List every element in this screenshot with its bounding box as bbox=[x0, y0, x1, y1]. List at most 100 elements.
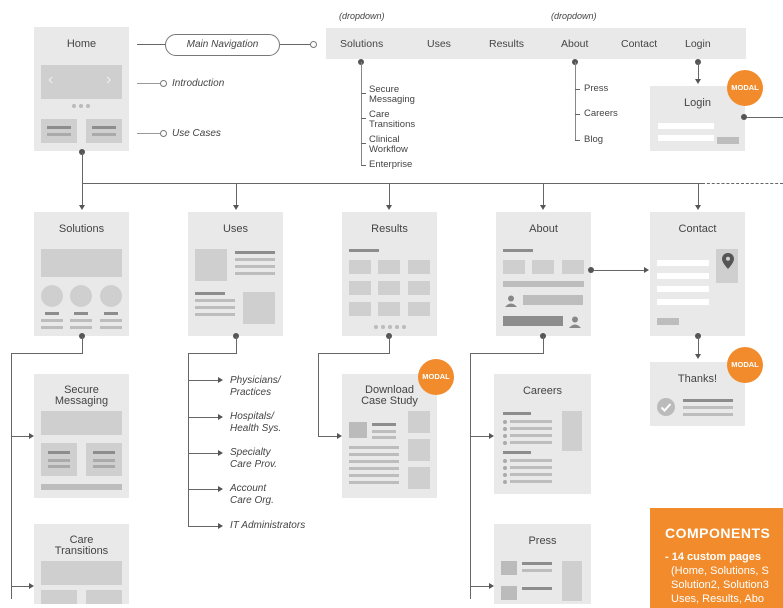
text-line bbox=[522, 587, 552, 590]
use-cases-note: Use Cases bbox=[172, 128, 221, 139]
feature-circle bbox=[70, 285, 92, 307]
nav-item-about[interactable]: About bbox=[561, 38, 589, 50]
solutions-title: Solutions bbox=[58, 223, 105, 235]
text-line bbox=[349, 474, 399, 477]
text-line bbox=[195, 313, 235, 316]
connector bbox=[361, 93, 366, 94]
hero-placeholder bbox=[41, 411, 122, 435]
connector bbox=[470, 353, 544, 354]
chat-bubble bbox=[523, 295, 583, 305]
connector bbox=[698, 336, 699, 354]
care-transitions-title: Care Transitions bbox=[54, 534, 109, 557]
text-line bbox=[235, 265, 275, 268]
connector bbox=[188, 526, 218, 527]
use-case-card bbox=[86, 119, 122, 143]
connector bbox=[543, 183, 544, 205]
arrow-down-icon bbox=[695, 79, 701, 84]
nav-item-solutions[interactable]: Solutions bbox=[340, 38, 384, 50]
grid-tile bbox=[378, 260, 400, 274]
grid-tile bbox=[562, 260, 584, 274]
login-field bbox=[658, 135, 714, 141]
connector bbox=[280, 44, 310, 45]
card-line bbox=[48, 451, 70, 454]
connector bbox=[188, 353, 237, 354]
nav-item-contact[interactable]: Contact bbox=[621, 38, 658, 50]
pagination-dot bbox=[381, 325, 385, 329]
press-page-box: Press bbox=[494, 524, 591, 604]
feature-line bbox=[74, 312, 88, 315]
components-line-1: - 14 custom pages bbox=[665, 551, 761, 563]
dropdown-note-about: (dropdown) bbox=[551, 11, 597, 21]
text-line bbox=[195, 306, 235, 309]
image-placeholder bbox=[195, 249, 227, 281]
dropdown-item-press: Press bbox=[584, 83, 609, 94]
image-icon bbox=[501, 561, 517, 575]
arrow-down-icon bbox=[695, 205, 701, 210]
hero-placeholder bbox=[41, 249, 122, 277]
connector-end-circle bbox=[310, 41, 317, 48]
connector bbox=[698, 183, 699, 205]
text-line bbox=[503, 412, 531, 415]
pagination-dot bbox=[374, 325, 378, 329]
arrow-down-icon bbox=[540, 205, 546, 210]
nav-item-login[interactable]: Login bbox=[685, 38, 711, 50]
form-field bbox=[657, 260, 709, 266]
grid-tile bbox=[503, 260, 525, 274]
text-line bbox=[510, 434, 552, 437]
pagination-dot bbox=[395, 325, 399, 329]
download-case-study-page-box: Download Case Study bbox=[342, 374, 437, 498]
download-case-study-title: Download Case Study bbox=[361, 384, 418, 407]
connector bbox=[594, 270, 644, 271]
feature-line bbox=[45, 312, 59, 315]
carousel-dot bbox=[79, 104, 83, 108]
bullet bbox=[503, 473, 507, 477]
home-page-box: Home ‹ › bbox=[34, 27, 129, 151]
login-button bbox=[717, 137, 739, 144]
connector bbox=[11, 353, 83, 354]
arrow-right-icon bbox=[218, 377, 223, 383]
bullet bbox=[503, 441, 507, 445]
connector bbox=[11, 436, 29, 437]
text-line bbox=[510, 473, 552, 476]
sidebar-block bbox=[408, 411, 430, 433]
grid-tile bbox=[378, 281, 400, 295]
submit-button bbox=[657, 318, 679, 325]
feature-line bbox=[70, 326, 92, 329]
connector bbox=[575, 62, 576, 140]
dropdown-item-enterprise: Enterprise bbox=[369, 159, 413, 170]
arrow-right-icon bbox=[218, 450, 223, 456]
carousel-dot bbox=[72, 104, 76, 108]
nav-item-results[interactable]: Results bbox=[489, 38, 525, 50]
arrow-right-icon bbox=[29, 433, 34, 439]
components-heading: COMPONENTS bbox=[665, 525, 771, 541]
text-line bbox=[372, 423, 396, 426]
feature-line bbox=[100, 319, 122, 322]
dropdown-item-care-transitions: Care Transitions bbox=[369, 109, 416, 130]
connector bbox=[82, 336, 83, 353]
about-page-box: About bbox=[496, 212, 591, 336]
card-line bbox=[93, 465, 115, 468]
careers-title: Careers bbox=[522, 385, 563, 397]
text-line bbox=[510, 480, 552, 483]
feature-line bbox=[70, 319, 92, 322]
person-icon bbox=[505, 294, 517, 307]
arrow-right-icon bbox=[218, 414, 223, 420]
connector bbox=[698, 62, 699, 79]
dropdown-item-careers: Careers bbox=[584, 108, 618, 119]
form-field bbox=[657, 286, 709, 292]
sidebar-block bbox=[562, 411, 582, 451]
home-title: Home bbox=[66, 38, 97, 50]
dropdown-note-solutions: (dropdown) bbox=[339, 11, 385, 21]
text-line bbox=[195, 299, 235, 302]
text-line bbox=[349, 446, 399, 449]
thanks-title: Thanks! bbox=[677, 373, 718, 385]
uses-item-hospitals: Hospitals/ Health Sys. bbox=[230, 411, 282, 434]
press-title: Press bbox=[528, 535, 557, 547]
text-line bbox=[522, 562, 552, 565]
feature-line bbox=[41, 319, 63, 322]
uses-item-it-admins: IT Administrators bbox=[230, 520, 306, 531]
nav-item-uses[interactable]: Uses bbox=[427, 38, 451, 50]
connector bbox=[11, 586, 29, 587]
feature-circle bbox=[41, 285, 63, 307]
connector bbox=[575, 140, 580, 141]
